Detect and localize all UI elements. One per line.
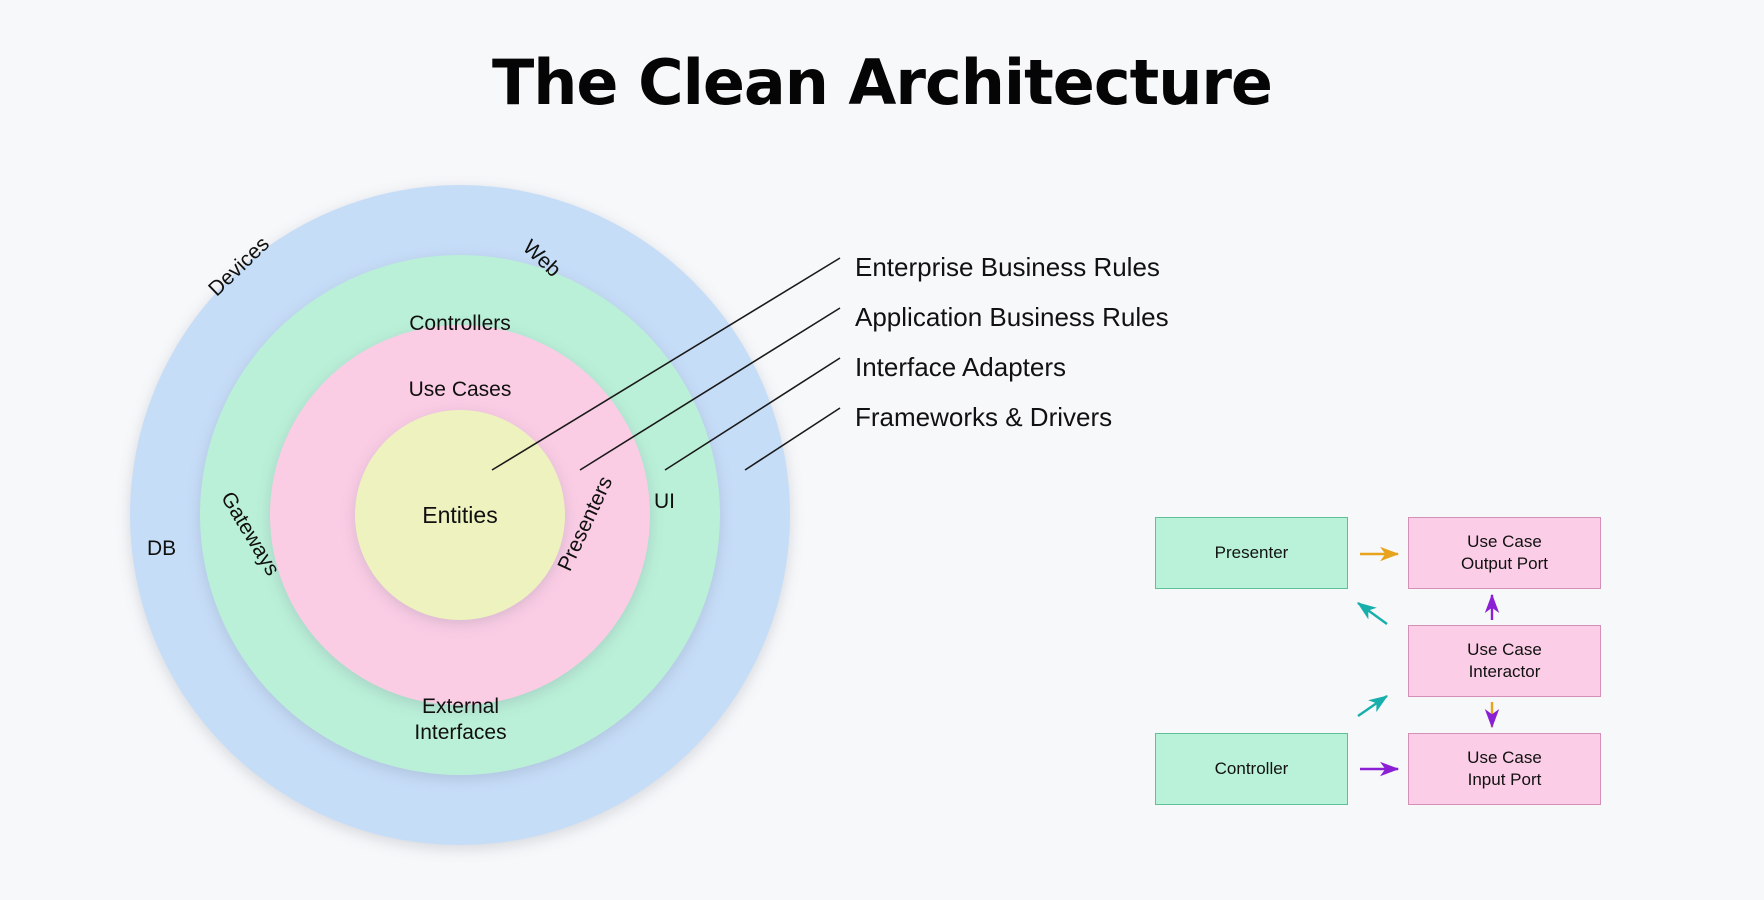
arrow-controller-to-interactor: [1357, 695, 1388, 717]
external-interfaces-line-1: External: [421, 695, 500, 718]
flow-box-interactor-label: Use Case Interactor: [1467, 639, 1542, 684]
flow-box-use-case-input-port[interactable]: Use Case Input Port: [1408, 733, 1601, 805]
layer-label-frameworks-and-drivers: Frameworks & Drivers: [855, 402, 1113, 432]
arrow-interactor-to-presenter: [1357, 602, 1388, 625]
ring-label-controllers: Controllers: [409, 312, 511, 335]
external-interfaces-line-2: Interfaces: [414, 721, 507, 745]
flow-box-output-port-label: Use Case Output Port: [1461, 531, 1548, 576]
flow-box-controller-label: Controller: [1214, 758, 1289, 778]
flow-box-use-case-output-port[interactable]: Use Case Output Port: [1408, 517, 1601, 589]
input-port-line-1: Use Case: [1467, 747, 1542, 767]
output-port-line-2: Output Port: [1461, 554, 1548, 573]
ring-label-use-cases: Use Cases: [408, 378, 512, 401]
flow-box-presenter-label: Presenter: [1214, 542, 1289, 562]
ring-label-ui: UI: [654, 490, 675, 513]
interactor-line-2: Interactor: [1468, 662, 1541, 681]
flow-box-controller[interactable]: Controller: [1155, 733, 1348, 805]
page-title: The Clean Architecture: [492, 46, 1273, 119]
ring-label-db: DB: [147, 537, 177, 560]
control-flow-diagram: Presenter Controller Use Case Output Por…: [1155, 510, 1605, 810]
ring-label-external-interfaces: External Interfaces: [363, 694, 558, 747]
layer-label-application-business-rules: Application Business Rules: [855, 302, 1169, 332]
layer-label-interface-adapters: Interface Adapters: [855, 352, 1067, 382]
interactor-line-1: Use Case: [1467, 639, 1542, 659]
flow-box-input-port-label: Use Case Input Port: [1467, 747, 1542, 792]
input-port-line-2: Input Port: [1467, 770, 1542, 789]
ring-label-entities: Entities: [422, 502, 498, 528]
output-port-line-1: Use Case: [1467, 531, 1542, 551]
flow-box-use-case-interactor[interactable]: Use Case Interactor: [1408, 625, 1601, 697]
flow-box-presenter[interactable]: Presenter: [1155, 517, 1348, 589]
clean-architecture-circles: Entities Use Cases Controllers Devices W…: [130, 185, 790, 845]
layer-label-enterprise-business-rules: Enterprise Business Rules: [855, 252, 1160, 282]
